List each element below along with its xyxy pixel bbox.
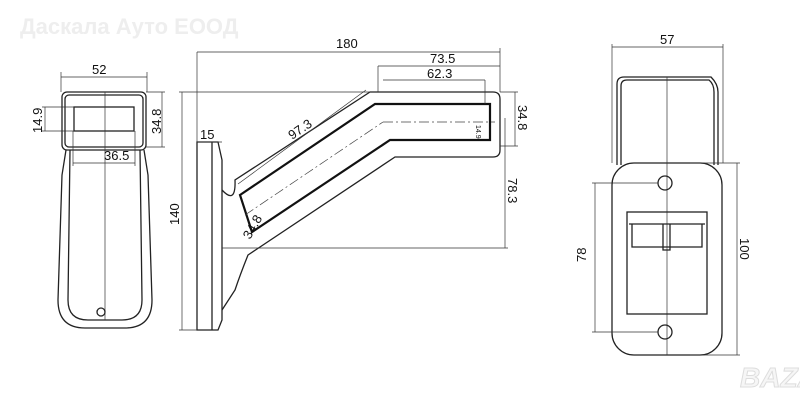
company-watermark: Даскала Ауто ЕООД [20,14,239,39]
dim-hole-spacing: 78 [574,248,589,262]
dim-head-offset: 78.3 [505,178,520,203]
dim-head-height: 34.8 [149,109,164,134]
dim-base-thickness: 15 [200,127,214,142]
dim-front-width: 52 [92,62,106,77]
dim-rear-width: 57 [660,32,674,47]
dim-window-height: 14.9 [30,108,45,133]
dim-total-height: 140 [167,203,182,225]
dim-lens-length: 62.3 [427,66,452,81]
dim-total-length: 180 [336,36,358,51]
front-view: 52 14.9 34.8 36.5 [30,62,165,329]
bazar-watermark: BAZAR [740,362,800,394]
side-view: 180 73.5 62.3 34.8 78.3 140 15 97.3 34.8… [167,36,530,331]
dim-small: 14.9 [474,125,481,139]
dim-window-width: 36.5 [104,148,129,163]
dim-head-height-side: 34.8 [515,105,530,130]
rear-view: 57 78 100 [574,32,752,356]
dim-head-length: 73.5 [430,51,455,66]
dim-plate-height: 100 [737,238,752,260]
